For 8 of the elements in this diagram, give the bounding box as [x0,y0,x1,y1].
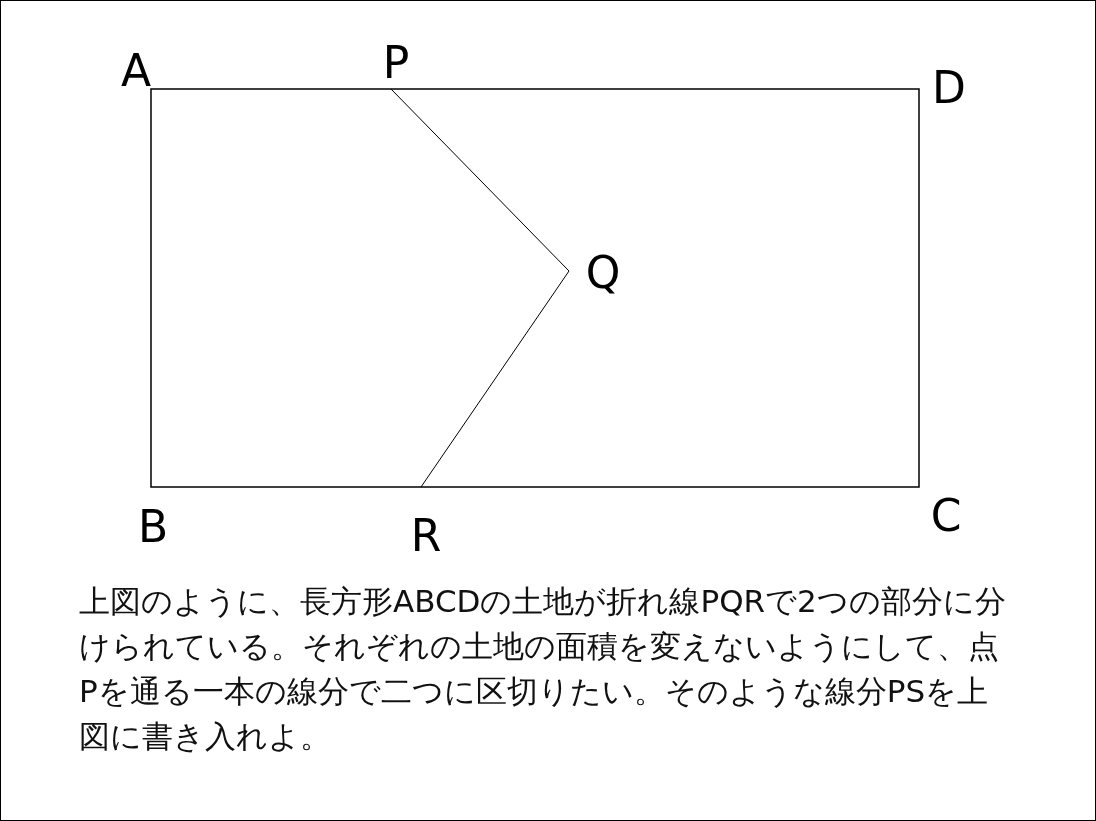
point-label: B [137,505,169,549]
problem-text: 上図のように、長方形ABCDの土地が折れ線PQRで2つの部分に分けられている。それぞれの土地の面積を変えないようにして、点Pを通る一本の線分で二つに区切りたい。そのような線分PSを上図に書き入れよ。 [79,582,1007,756]
point-label: C [930,494,962,538]
point-label: Q [585,251,621,295]
point-label: P [382,41,410,85]
point-label: D [932,66,966,110]
point-label: R [410,514,442,558]
point-label: A [120,49,152,93]
